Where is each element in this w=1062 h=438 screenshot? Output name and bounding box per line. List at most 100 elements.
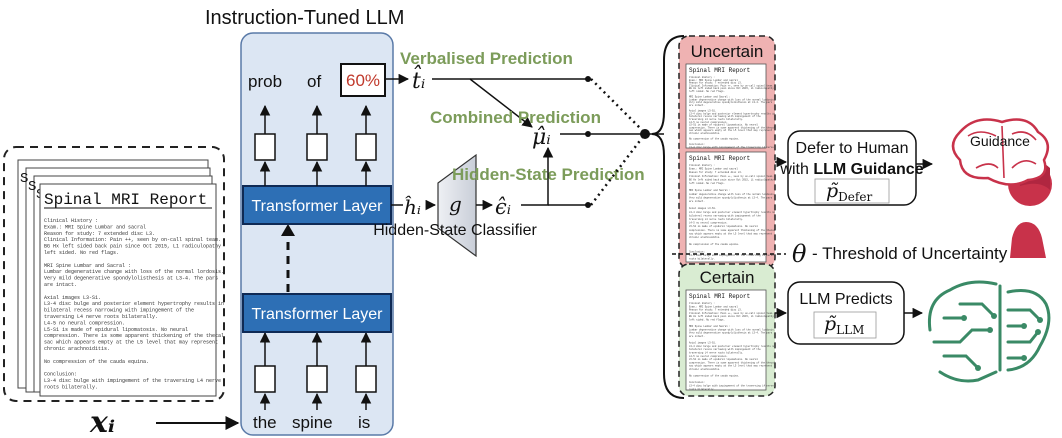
mini-report-line: Conclusion: (689, 143, 705, 146)
mini-report-title: Spinal MRI Report (689, 67, 750, 74)
mini-report-title: Spinal MRI Report (689, 155, 750, 162)
mini-report-title: Spinal MRI Report (689, 293, 750, 300)
mini-report-line: Axial images L3-S1. (689, 342, 716, 345)
mini-report-line: left sided. No red flags. (689, 90, 725, 93)
mini-report-line: MRI Spine Lumbar and Sacral : (689, 96, 731, 99)
transformer-layer-lower (242, 293, 392, 333)
mini-report-line: MRI Spine Lumbar and Sacral : (689, 325, 731, 328)
certain-label: Certain (700, 268, 755, 287)
mini-report-line: Lumbar degenerative change with loss of … (689, 98, 775, 101)
mini-report-line: Conclusion: (689, 381, 705, 384)
mini-report-line: Reason for study: 7 extended disc L3. (689, 82, 742, 85)
report-line: compression. There is some apparent thic… (44, 333, 224, 339)
token-in-is: is (358, 413, 370, 432)
bottom-embeddings (254, 365, 377, 393)
token-out-of: of (307, 72, 321, 91)
report-line: Conclusion: (44, 372, 77, 378)
report-stack: S S S Spinal MRI Report Clinical History… (3, 146, 225, 402)
mini-report-line: left sided. No red flags. (689, 182, 725, 185)
mini-report-line: compression. There is some apparent thic… (689, 229, 776, 232)
mini-report-line: bilateral recess narrowing with impingem… (689, 115, 761, 118)
report-line: Axial images L3-S1. (44, 295, 101, 301)
mini-report-line: Clinical History : (689, 302, 715, 305)
mini-report-line: Clinical Information: Pain ++, seen by o… (689, 175, 774, 178)
mini-report-line: No compression of the cauda equina. (689, 138, 739, 141)
mini-report-line: bilateral recess narrowing with impingem… (689, 214, 761, 217)
threshold-label: - Threshold of Uncertainty (812, 244, 1008, 263)
mini-report-line: MRI Spine Lumbar and Sacral : (689, 189, 731, 192)
mini-report-line: Clinical Information: Pain ++, seen by o… (689, 84, 774, 87)
hidden-state-classifier-label: Hidden-State Classifier (373, 222, 537, 239)
theta-symbol: θ (792, 240, 807, 268)
report-line: Reason for study: 7 extended disc L3. (44, 231, 155, 237)
mini-report-line: Clinical History : (689, 76, 715, 79)
report-line: L5-S1 is made of epidural lipomatosis. N… (44, 327, 188, 333)
mini-report-line: No compression of the cauda equina. (689, 375, 739, 378)
report-line: left sided. No red flags. (44, 250, 119, 256)
report-line: MRI Spine Lumbar and Sacral : (44, 263, 131, 269)
h-i-symbol: ĥᵢ (404, 195, 421, 219)
circuit-brain-icon (927, 280, 1051, 383)
mini-report-line: No compression of the cauda equina. (689, 243, 739, 246)
report-line: No compression of the cauda equina. (44, 359, 149, 365)
t-i-symbol: t̂ᵢ (412, 65, 425, 94)
mini-report-line: chronic arachnoiditis. (689, 236, 721, 239)
mini-report-line: roots bilaterally. (689, 258, 715, 261)
mini-report-line: L4-5 no neural compression. (689, 121, 728, 124)
llm-predicts-label: LLM Predicts (799, 291, 892, 308)
certain-report (685, 289, 767, 391)
uncertain-report-2 (685, 151, 767, 263)
mini-report-line: chronic arachnoiditis. (689, 132, 721, 135)
llm-panel (240, 32, 394, 436)
x-i-symbol: 𝒙ᵢ (89, 405, 115, 438)
mini-report-line: L5-S1 is made of epidural lipomatosis. N… (689, 225, 758, 228)
mini-report-line: are intact. (689, 200, 705, 203)
uncertain-label: Uncertain (691, 42, 764, 61)
defer-formula: p̃Defer (826, 180, 872, 204)
transformer-layer-upper-label: Transformer Layer (252, 198, 384, 215)
uncertain-report-1 (685, 63, 767, 149)
mini-report-line: sac which appears empty at the L5 level … (689, 129, 773, 132)
mini-report-line: Very mild degenerative spondylolisthesis… (689, 196, 773, 199)
human-guidance-icon (951, 118, 1052, 258)
report-line: bilateral recess narrowing with impingem… (44, 308, 194, 314)
report-line: L4-5 no neural compression. (44, 320, 125, 326)
report-line: BG Hx left sided back pain since Oct 201… (44, 244, 221, 250)
mini-report-line: compression. There is some apparent thic… (689, 361, 776, 364)
hidden-state-classifier-shape (437, 153, 477, 258)
mini-report-line: Exam.: MRI Spine Lumbar and sacral (689, 79, 738, 82)
mini-report-line: BG Hx left sided back pain since Oct 201… (689, 178, 774, 181)
mini-report-line: L3-4 disc bulge with impingement of the … (689, 385, 774, 388)
report-line: chronic arachnoiditis. (44, 346, 110, 352)
mini-report-line: L3-4 disc bulge with impingement of the … (689, 254, 774, 257)
token-in-spine: spine (292, 413, 333, 432)
eps-i-symbol: ϵ̂ᵢ (495, 195, 511, 219)
mini-report-line: Exam.: MRI Spine Lumbar and sacral (689, 305, 738, 308)
token-in-the: the (253, 413, 277, 432)
mini-report-line: L3-4 disc bulge and posterior element hy… (689, 211, 776, 214)
report-title: Spinal MRI Report (44, 191, 207, 209)
mini-report-line: Conclusion: (689, 250, 705, 253)
mini-report-line: Clinical Information: Pain ++, seen by o… (689, 312, 774, 315)
mini-report-line: sac which appears empty at the L5 level … (689, 365, 773, 368)
mini-report-line: L4-5 no neural compression. (689, 355, 728, 358)
defer-line-2: with LLM Guidance (779, 161, 923, 178)
mini-report-line: L3-4 disc bulge and posterior element hy… (689, 112, 776, 115)
report-line: Clinical Information: Pain ++, seen by o… (44, 237, 221, 243)
combined-prediction-label: Combined Prediction (430, 108, 601, 127)
mini-report-line: are intact. (689, 335, 705, 338)
mini-report-line: chronic arachnoiditis. (689, 368, 721, 371)
report-line: L3-4 disc bulge and posterior element hy… (44, 301, 224, 307)
mini-report-line: Exam.: MRI Spine Lumbar and sacral (689, 168, 738, 171)
mini-report-line: Axial images L3-S1. (689, 207, 716, 210)
defer-line-1: Defer to Human (796, 140, 909, 157)
top-hidden-boxes (254, 133, 377, 161)
mini-report-line: L3-4 disc bulge with impingement of the … (689, 146, 774, 149)
report-line: Very mild degenerative spondylolisthesis… (44, 276, 218, 282)
mu-i-symbol: μ̂ᵢ (532, 125, 551, 150)
report-line: L3-4 disc bulge with impingement of the … (44, 378, 221, 384)
mini-report-line: L4-5 no neural compression. (689, 222, 728, 225)
transformer-layer-lower-label: Transformer Layer (252, 306, 384, 323)
mini-report-line: Lumbar degenerative change with loss of … (689, 193, 775, 196)
